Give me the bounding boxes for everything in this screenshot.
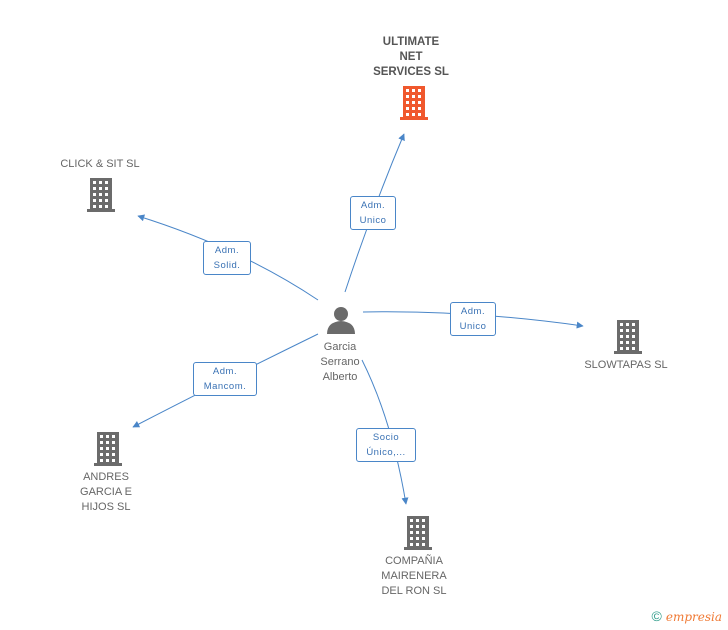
person-icon[interactable] <box>327 307 355 334</box>
building-icon[interactable] <box>614 320 642 354</box>
edge-compania <box>361 359 409 505</box>
company-label-andres[interactable]: ANDRES GARCIA E HIJOS SL <box>80 471 132 513</box>
building-icon[interactable] <box>400 86 428 120</box>
edge-label-ultimate[interactable]: Adm. Unico <box>350 196 396 230</box>
building-icon[interactable] <box>404 516 432 550</box>
brand-initial: e <box>665 610 673 624</box>
company-label-slowtapas[interactable]: SLOWTAPAS SL <box>584 359 668 371</box>
brand-name: mpresia <box>672 610 722 624</box>
edge-label-compania[interactable]: Socio Único,... <box>356 428 416 462</box>
company-label-ultimate[interactable]: ULTIMATE NET SERVICES SL <box>373 36 449 78</box>
center-person-label[interactable]: Garcia Serrano Alberto <box>320 341 360 383</box>
company-label-click[interactable]: CLICK & SIT SL <box>60 158 140 170</box>
building-icon[interactable] <box>94 432 122 466</box>
company-label-compania[interactable]: COMPAÑIA MAIRENERA DEL RON SL <box>381 555 447 597</box>
edge-label-andres[interactable]: Adm. Mancom. <box>193 362 257 396</box>
brand-footer: ©empresia <box>652 608 723 624</box>
copyright-symbol: © <box>651 608 662 624</box>
edge-label-click[interactable]: Adm. Solid. <box>203 241 251 275</box>
edge-label-slowtapas[interactable]: Adm. Unico <box>450 302 496 336</box>
building-icon[interactable] <box>87 178 115 212</box>
